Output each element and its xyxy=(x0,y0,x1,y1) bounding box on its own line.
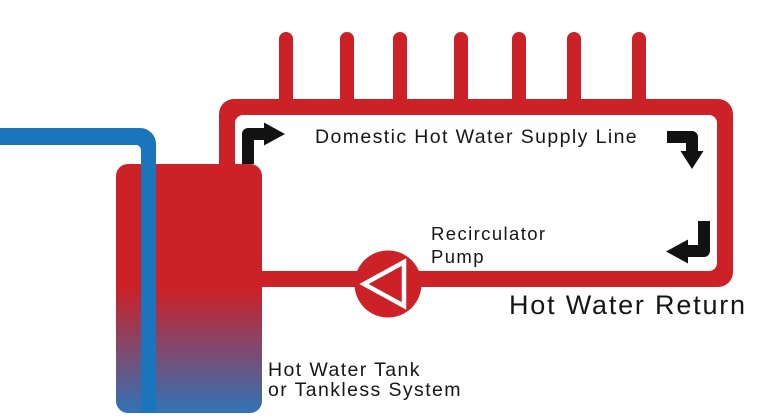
label-tank-line2: or Tankless System xyxy=(268,379,462,401)
fixture-stub xyxy=(454,32,468,104)
label-hot-water-return: Hot Water Return xyxy=(509,290,747,320)
supply-end-arrow-icon xyxy=(667,131,704,169)
label-recirculator-pump-line1: Recirculator xyxy=(431,223,547,244)
supply-start-arrow-icon xyxy=(242,122,285,164)
fixture-stub xyxy=(393,32,407,104)
label-tank: Hot Water Tank or Tankless System xyxy=(268,360,462,400)
fixture-branch-stubs xyxy=(279,32,646,104)
fixture-stub xyxy=(632,32,646,104)
label-recirculator-pump: Recirculator Pump xyxy=(431,222,547,268)
return-arrow-icon xyxy=(666,221,710,264)
water-tank xyxy=(116,164,262,413)
recirculator-pump xyxy=(354,250,422,318)
label-tank-line1: Hot Water Tank xyxy=(268,359,421,381)
fixture-stub xyxy=(340,32,354,104)
label-recirculator-pump-line2: Pump xyxy=(431,246,485,267)
pump-flow-triangle-icon xyxy=(359,258,407,310)
fixture-stub xyxy=(567,32,581,104)
fixture-stub xyxy=(279,32,293,104)
fixture-stub xyxy=(512,32,526,104)
label-supply-line: Domestic Hot Water Supply Line xyxy=(315,126,639,148)
